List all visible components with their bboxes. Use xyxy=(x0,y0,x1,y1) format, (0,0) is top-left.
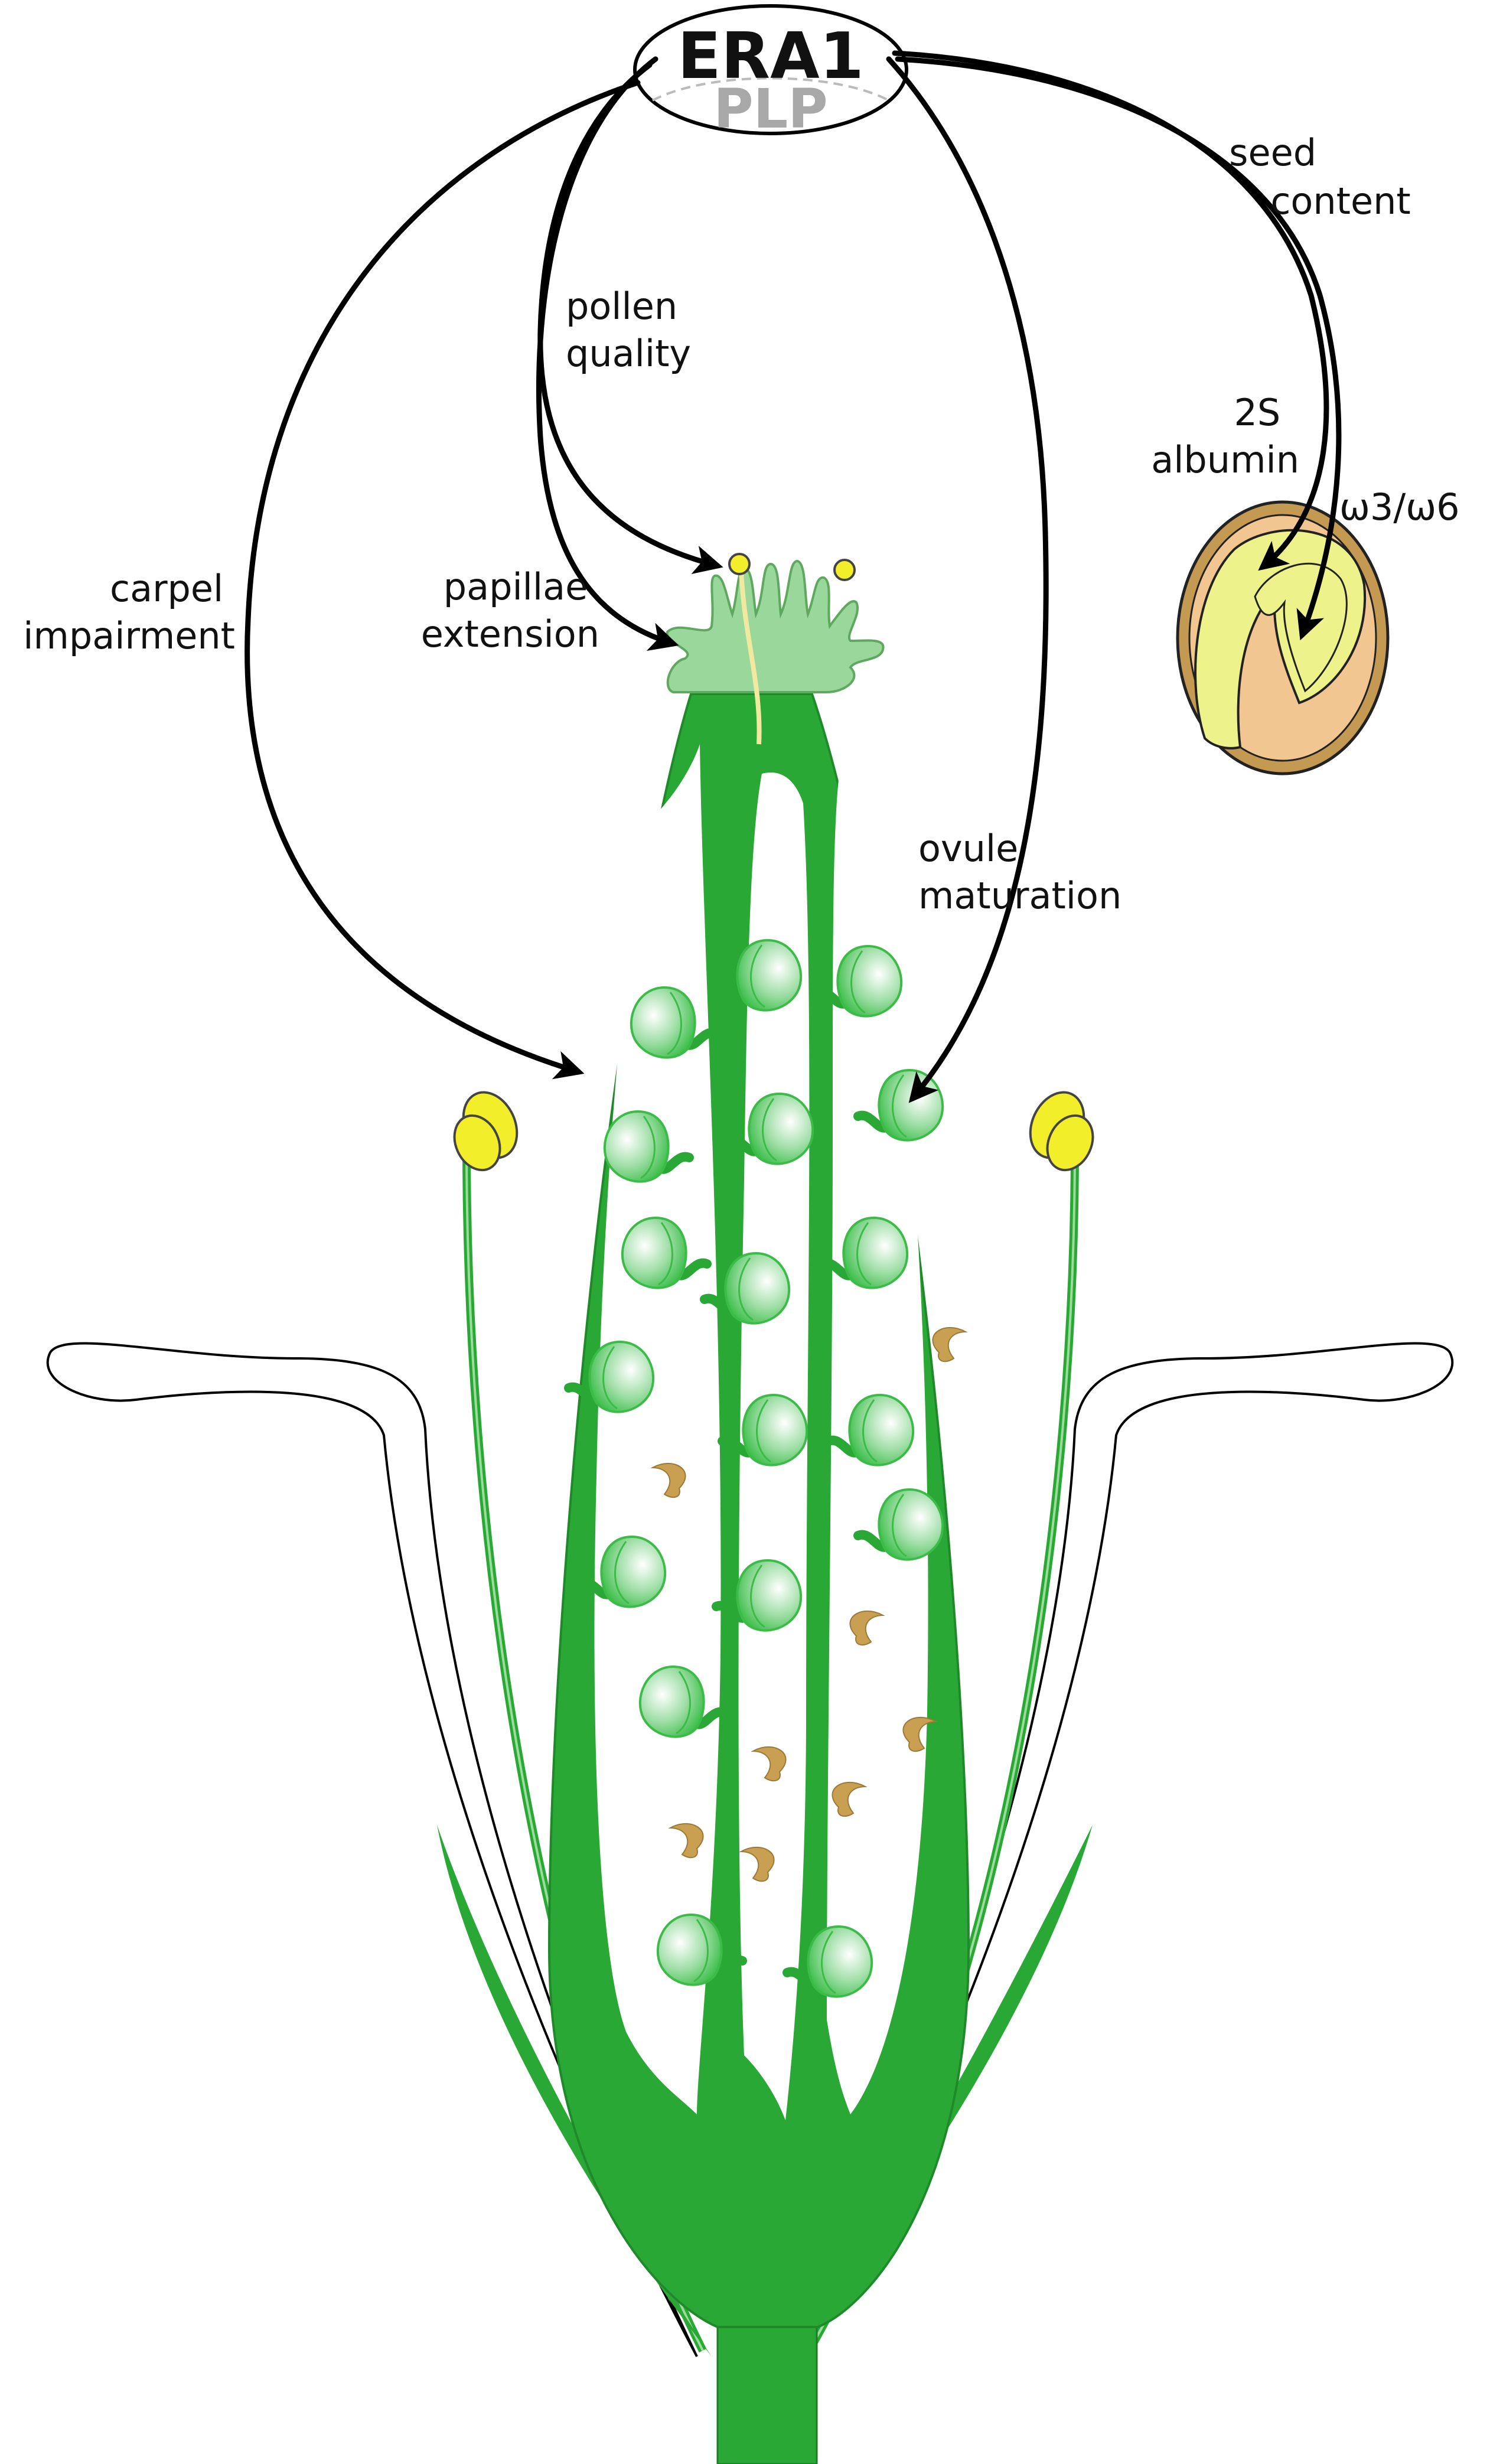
aborted-ovule xyxy=(650,1462,686,1498)
ovule xyxy=(853,1488,944,1561)
ovule xyxy=(812,944,903,1018)
arrow-2s-albumin xyxy=(892,50,1329,571)
aborted-ovule xyxy=(849,1610,885,1646)
ovule xyxy=(712,1559,803,1632)
arrows xyxy=(244,50,1342,1103)
ovule xyxy=(564,1340,655,1413)
aborted-ovule xyxy=(932,1326,968,1363)
era1-ellipse xyxy=(633,4,908,135)
ovule xyxy=(621,1216,712,1289)
petal-left xyxy=(46,1342,698,2357)
stigma xyxy=(666,553,885,745)
aborted-ovule xyxy=(751,1746,787,1782)
label-carpel-impairment: carpel impairment xyxy=(23,567,235,657)
aborted-ovules xyxy=(650,1326,968,1882)
aborted-ovule xyxy=(739,1846,775,1882)
aborted-ovule xyxy=(832,1781,868,1817)
label-papillae-extension: papillae extension xyxy=(421,565,599,656)
seed xyxy=(1176,500,1390,775)
era1-plp-node: ERA1 PLP xyxy=(633,4,908,141)
ovule xyxy=(818,1216,909,1289)
pollen-tube xyxy=(739,569,762,745)
ovule xyxy=(656,1913,747,1986)
ovule xyxy=(783,1925,873,1998)
pollen-grain-icon xyxy=(833,559,856,581)
ovule xyxy=(576,1535,667,1608)
label-ovule-maturation: ovule maturation xyxy=(918,827,1121,917)
ovule xyxy=(824,1393,915,1466)
era1-label: ERA1 xyxy=(677,19,864,93)
ovule xyxy=(700,1251,791,1325)
ovule xyxy=(723,1092,814,1165)
arrow-ovule-maturation xyxy=(886,56,1049,1103)
arrow-papillae-extension xyxy=(536,56,679,651)
aborted-ovule xyxy=(668,1823,704,1859)
plp-label: PLP xyxy=(713,77,827,141)
label-pollen-quality: pollen quality xyxy=(566,285,691,375)
aborted-ovule xyxy=(902,1716,938,1752)
arrow-omega xyxy=(895,56,1342,641)
ovule xyxy=(603,1110,694,1183)
label-seed-content: seed content xyxy=(1229,131,1411,223)
labels: carpel impairment pollen quality papilla… xyxy=(23,131,1459,917)
ovule xyxy=(638,1665,729,1738)
pollen-grain-icon xyxy=(728,553,751,575)
label-omega3-omega6: ω3/ω6 xyxy=(1339,485,1460,529)
arrow-carpel-impairment xyxy=(244,80,641,1080)
ovule xyxy=(712,938,803,1012)
ovule xyxy=(718,1393,808,1466)
label-2s-albumin: 2S albumin xyxy=(1151,391,1299,481)
petal-right xyxy=(802,1342,1454,2357)
ovules xyxy=(564,938,944,1998)
ovule xyxy=(630,986,720,1059)
